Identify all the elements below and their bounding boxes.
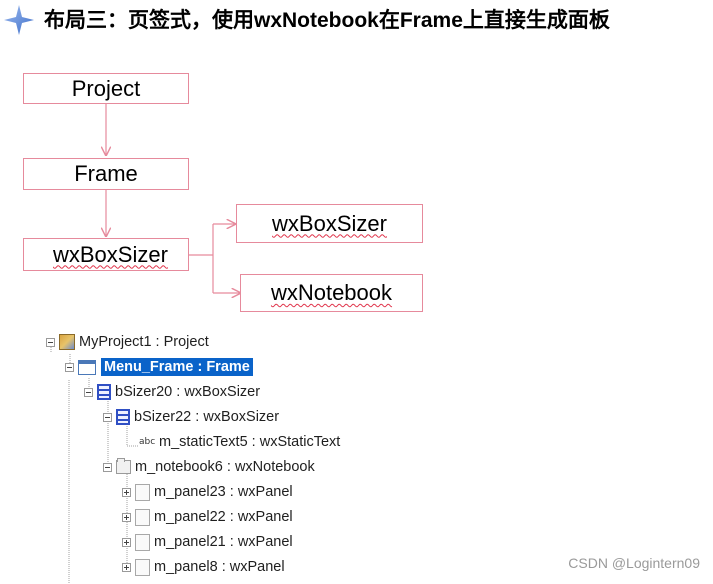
tree-label: m_staticText5 : wxStaticText (159, 434, 341, 450)
panel-icon (135, 483, 150, 501)
box-sizer-icon (97, 384, 111, 400)
expand-toggle-icon[interactable] (122, 512, 131, 522)
node-project-label: Project (71, 75, 141, 101)
project-icon (59, 334, 75, 350)
panel-icon (135, 508, 150, 526)
notebook-icon (116, 458, 131, 474)
tree-label: m_panel22 : wxPanel (154, 509, 293, 525)
panel-icon (135, 558, 150, 576)
tree-label: bSizer20 : wxBoxSizer (115, 384, 261, 400)
node-project: Project (23, 73, 189, 104)
tree-row-project[interactable]: MyProject1 : Project (46, 331, 209, 353)
node-frame: Frame (23, 158, 189, 190)
node-boxsizer-child-label: wxBoxSizer (272, 210, 387, 236)
tree-label: m_panel23 : wxPanel (154, 484, 293, 500)
tree-row-bsizer22[interactable]: bSizer22 : wxBoxSizer (103, 406, 279, 428)
expand-toggle-icon[interactable] (122, 562, 131, 572)
tree-label: bSizer22 : wxBoxSizer (134, 409, 280, 425)
collapse-toggle-icon[interactable] (103, 462, 112, 472)
node-notebook: wxNotebook (240, 274, 423, 312)
tree-label: MyProject1 : Project (79, 334, 209, 350)
frame-icon (78, 359, 96, 375)
collapse-toggle-icon[interactable] (46, 337, 55, 347)
expand-toggle-icon[interactable] (122, 537, 131, 547)
four-point-star-icon (4, 5, 34, 35)
node-boxsizer-main-label: wxBoxSizer (53, 241, 168, 267)
tree-row-notebook6[interactable]: m_notebook6 : wxNotebook (103, 456, 315, 478)
tree-label: m_notebook6 : wxNotebook (135, 459, 315, 475)
static-text-icon: abc (139, 437, 156, 447)
collapse-toggle-icon[interactable] (84, 387, 93, 397)
tree-row-panel22[interactable]: m_panel22 : wxPanel (122, 506, 293, 528)
panel-icon (135, 533, 150, 551)
collapse-toggle-icon[interactable] (103, 412, 112, 422)
node-boxsizer-main: wxBoxSizer (23, 238, 189, 271)
tree-row-bsizer20[interactable]: bSizer20 : wxBoxSizer (84, 381, 260, 403)
tree-label: m_panel21 : wxPanel (154, 534, 293, 550)
collapse-toggle-icon[interactable] (65, 362, 74, 372)
tree-label-selected: Menu_Frame : Frame (101, 358, 253, 376)
node-boxsizer-child: wxBoxSizer (236, 204, 423, 243)
tree-row-statictext5[interactable]: abc m_staticText5 : wxStaticText (139, 431, 340, 453)
node-notebook-label: wxNotebook (270, 280, 393, 305)
tree-row-panel8[interactable]: m_panel8 : wxPanel (122, 556, 285, 578)
node-frame-label: Frame (74, 161, 138, 186)
box-sizer-icon (116, 409, 130, 425)
tree-label: m_panel8 : wxPanel (154, 559, 285, 575)
page-title: 布局三：页签式，使用wxNotebook在Frame上直接生成面板 (44, 9, 610, 32)
tree-row-frame[interactable]: Menu_Frame : Frame (65, 356, 253, 378)
watermark: CSDN @Logintern09 (568, 555, 700, 571)
expand-toggle-icon[interactable] (122, 487, 131, 497)
tree-row-panel23[interactable]: m_panel23 : wxPanel (122, 481, 293, 503)
tree-row-panel21[interactable]: m_panel21 : wxPanel (122, 531, 293, 553)
